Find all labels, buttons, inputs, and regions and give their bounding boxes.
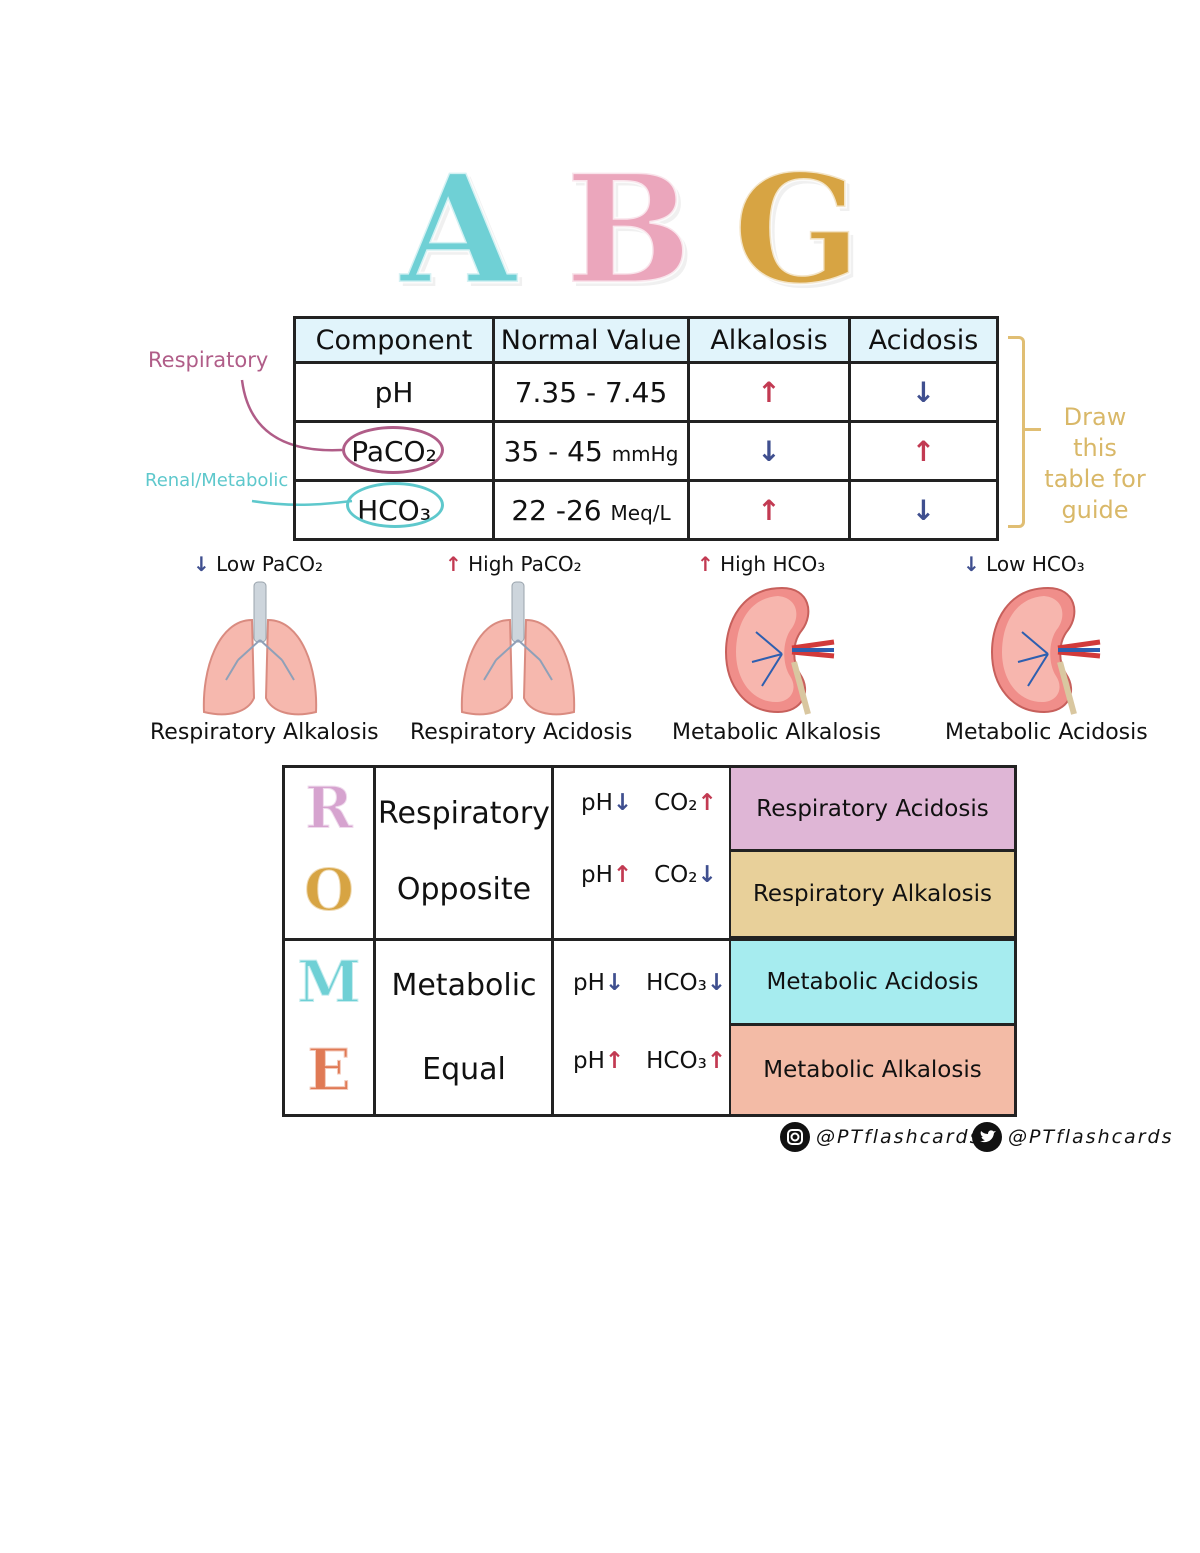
draw-note-line-1: Draw this <box>1063 403 1127 462</box>
kidney-icon <box>724 586 835 715</box>
title-letter-b: B <box>564 142 694 318</box>
organ-name-metabolic-alkalosis: Metabolic Alkalosis <box>672 720 881 745</box>
down-arrow-icon: ↓ <box>706 970 727 996</box>
alkalosis-hco3-up-arrow-icon: ↑ <box>687 479 851 541</box>
header-normal-value: Normal Value <box>492 316 690 364</box>
down-arrow-icon: ↓ <box>193 552 210 576</box>
up-arrow-icon: ↑ <box>612 862 633 888</box>
rome-word-equal: Equal <box>422 1052 506 1087</box>
header-alkalosis: Alkalosis <box>687 316 851 364</box>
instagram-handle-text: @PTflashcards <box>816 1126 982 1148</box>
table-row: HCO₃ 22 -26 Meq/L ↑ ↓ <box>293 479 999 541</box>
rome-rule-1: pH↓ CO₂↑ <box>581 790 717 816</box>
rome-divider <box>285 938 1014 941</box>
paco2-oval <box>342 426 444 474</box>
header-component: Component <box>293 316 495 364</box>
rome-letter-r: R <box>304 773 354 843</box>
rome-letter-e: E <box>306 1035 352 1105</box>
normal-value-paco2-unit: mmHg <box>611 441 679 466</box>
kidney-icon <box>990 586 1101 715</box>
rome-divider <box>729 768 732 1114</box>
organ-name-respiratory-alkalosis: Respiratory Alkalosis <box>150 720 379 745</box>
draw-note-line-2: table for <box>1044 465 1146 493</box>
up-arrow-icon: ↑ <box>697 552 714 576</box>
rule-hco3: HCO₃ <box>646 1048 707 1074</box>
up-arrow-icon: ↑ <box>697 790 717 816</box>
rome-rule-3: pH↓ HCO₃↓ <box>573 970 726 996</box>
draw-table-note: Draw this table for guide <box>1040 402 1150 526</box>
twitter-icon <box>972 1122 1002 1152</box>
organ-name-respiratory-acidosis: Respiratory Acidosis <box>410 720 633 745</box>
organ-caption-3: ↑ High HCO₃ <box>697 552 825 576</box>
result-metabolic-acidosis: Metabolic Acidosis <box>731 941 1014 1026</box>
normal-value-hco3-unit: Meq/L <box>610 500 671 525</box>
acidosis-hco3-down-arrow-icon: ↓ <box>848 479 999 541</box>
rome-word-opposite: Opposite <box>396 872 532 907</box>
rome-word-respiratory: Respiratory <box>378 796 550 831</box>
acidosis-ph-down-arrow-icon: ↓ <box>848 361 999 423</box>
rome-word-metabolic: Metabolic <box>391 968 537 1003</box>
normal-value-hco3-range: 22 -26 <box>511 493 602 527</box>
instagram-icon <box>780 1122 810 1152</box>
rule-hco3: HCO₃ <box>646 970 707 996</box>
normal-value-ph: 7.35 - 7.45 <box>492 361 690 423</box>
result-respiratory-acidosis: Respiratory Acidosis <box>731 768 1014 852</box>
title-letter-a: A <box>398 142 517 318</box>
rome-divider <box>551 768 554 1114</box>
down-arrow-icon: ↓ <box>604 970 625 996</box>
organ-caption-1: ↓ Low PaCO₂ <box>193 552 323 576</box>
down-arrow-icon: ↓ <box>612 790 633 816</box>
component-ph: pH <box>293 361 495 423</box>
rule-co2: CO₂ <box>654 862 698 888</box>
down-arrow-icon: ↓ <box>963 552 980 576</box>
respiratory-label: Respiratory <box>148 348 269 372</box>
organ-caption-text: Low HCO₃ <box>986 552 1085 576</box>
lungs-icon <box>460 581 576 716</box>
alkalosis-paco2-down-arrow-icon: ↓ <box>687 420 851 482</box>
renal-label: Renal/Metabolic <box>145 470 289 491</box>
up-arrow-icon: ↑ <box>445 552 462 576</box>
up-arrow-icon: ↑ <box>706 1048 727 1074</box>
guide-bracket-tick <box>1025 428 1041 431</box>
acidosis-paco2-up-arrow-icon: ↑ <box>848 420 999 482</box>
result-respiratory-alkalosis: Respiratory Alkalosis <box>731 852 1014 939</box>
lungs-icon <box>202 581 318 716</box>
rule-ph: pH <box>581 862 613 888</box>
rule-ph: pH <box>573 1048 605 1074</box>
up-arrow-icon: ↑ <box>604 1048 625 1074</box>
guide-bracket <box>1008 336 1025 528</box>
rome-table: R O M E Respiratory Opposite Metabolic E… <box>282 765 1017 1117</box>
instagram-handle: @PTflashcards <box>780 1122 981 1152</box>
rome-divider <box>373 768 376 1114</box>
organ-caption-4: ↓ Low HCO₃ <box>963 552 1085 576</box>
abg-table: Component Normal Value Alkalosis Acidosi… <box>293 316 999 541</box>
title-letter-g: G <box>731 142 862 318</box>
header-acidosis: Acidosis <box>848 316 999 364</box>
normal-value-hco3: 22 -26 Meq/L <box>492 479 690 541</box>
alkalosis-ph-up-arrow-icon: ↑ <box>687 361 851 423</box>
normal-value-paco2: 35 - 45 mmHg <box>492 420 690 482</box>
rome-letter-m: M <box>296 947 362 1017</box>
rome-letter-o: O <box>303 855 356 925</box>
rome-rule-4: pH↑ HCO₃↑ <box>573 1048 726 1074</box>
organ-caption-text: Low PaCO₂ <box>216 552 324 576</box>
hco3-oval <box>346 482 444 528</box>
twitter-handle: @PTflashcards <box>972 1122 1173 1152</box>
organ-name-metabolic-acidosis: Metabolic Acidosis <box>945 720 1148 745</box>
down-arrow-icon: ↓ <box>697 862 717 888</box>
twitter-handle-text: @PTflashcards <box>1008 1126 1174 1148</box>
rule-ph: pH <box>581 790 613 816</box>
organ-caption-text: High HCO₃ <box>720 552 826 576</box>
result-metabolic-alkalosis: Metabolic Alkalosis <box>731 1026 1014 1114</box>
draw-note-line-3: guide <box>1061 496 1129 524</box>
rule-ph: pH <box>573 970 605 996</box>
organ-caption-2: ↑ High PaCO₂ <box>445 552 582 576</box>
rule-co2: CO₂ <box>654 790 698 816</box>
table-row: pH 7.35 - 7.45 ↑ ↓ <box>293 361 999 423</box>
rome-rule-2: pH↑ CO₂↓ <box>581 862 717 888</box>
organ-caption-text: High PaCO₂ <box>468 552 582 576</box>
normal-value-paco2-range: 35 - 45 <box>503 434 603 468</box>
